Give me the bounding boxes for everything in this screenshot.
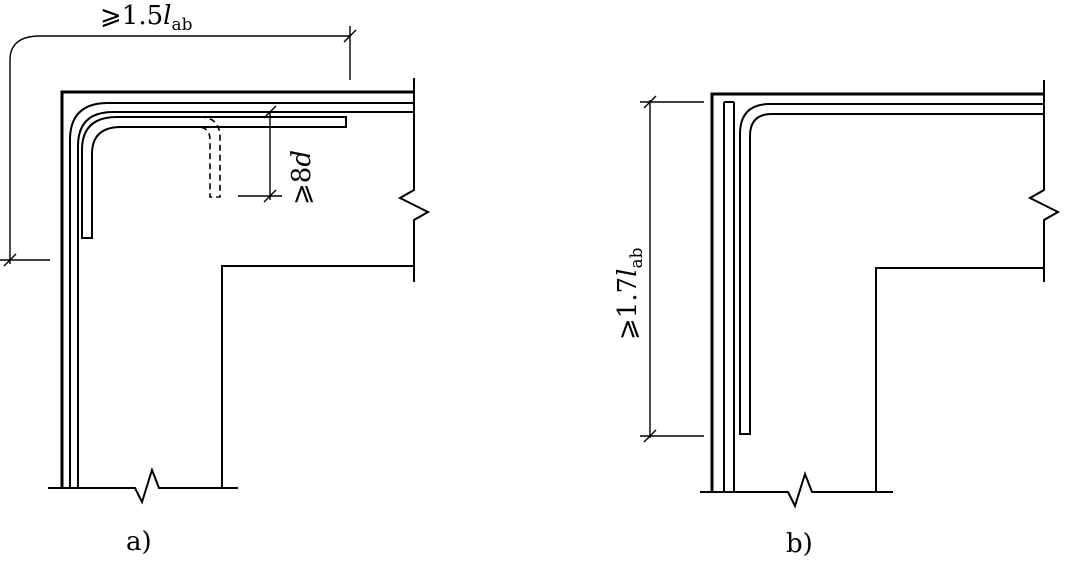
- figure-a: ⩾1.5lab ⩾8d a): [0, 1, 431, 557]
- figure-b-dim-1.7lab-prefix: ⩾1.7: [613, 277, 643, 340]
- figure-b-dim-1.7lab-tick-bottom: [643, 429, 657, 443]
- figure-b-right-break-line: [1027, 80, 1061, 282]
- figure-a-bottom-break-line: [48, 466, 238, 505]
- figure-a-dim-8d-tick-top: [263, 105, 277, 119]
- figure-b-bottom-break-line: [700, 470, 893, 509]
- figure-b-dim-1.7lab-label: ⩾1.7lab: [613, 247, 647, 340]
- figure-a-dim-8d-symbol: d: [287, 150, 317, 167]
- figure-a-dim-1.5lab-tick-right: [343, 29, 357, 43]
- figure-b-vertical-rebar: [723, 101, 735, 492]
- figure-a-top-bar: [81, 116, 347, 239]
- figure-a-dim-8d-prefix: ⩾8: [287, 167, 317, 205]
- figure-a-outer-rebar: [69, 102, 414, 488]
- figure-b: ⩾1.7lab b): [613, 80, 1061, 559]
- figure-a-outer-rebar-inner: [77, 111, 414, 488]
- figure-a-dim-8d-label: ⩾8d: [287, 150, 317, 205]
- figure-a-dim-1.5lab-prefix: ⩾1.5: [100, 1, 163, 31]
- figure-a-dim-1.5lab-symbol: l: [163, 1, 171, 31]
- figure-a-dim-1.5lab-tick-left: [3, 253, 17, 267]
- figure-b-outer-edge: [710, 92, 1044, 492]
- figure-a-dim-8d-tick-bottom: [263, 189, 277, 203]
- figure-b-dim-1.7lab-symbol: l: [613, 269, 643, 277]
- figure-a-hook-dashed: [197, 116, 221, 198]
- figure-b-caption: b): [786, 529, 813, 559]
- figure-a-dim-1.5lab-line: [9, 35, 350, 264]
- figure-a-dim-1.5lab-label: ⩾1.5lab: [100, 1, 193, 35]
- figure-a-dim-1.5lab-subscript: ab: [171, 15, 192, 35]
- figure-a-caption: a): [126, 527, 152, 557]
- figure-a-outer-edge: [60, 90, 414, 488]
- figure-a-inner-edge: [221, 265, 414, 488]
- figure-b-inner-edge: [875, 267, 1044, 492]
- figure-b-corner-rebar: [739, 103, 1044, 435]
- figure-a-right-break-line: [397, 78, 431, 282]
- figure-b-dim-1.7lab-subscript: ab: [627, 247, 647, 268]
- figure-b-dim-1.7lab-tick-top: [643, 95, 657, 109]
